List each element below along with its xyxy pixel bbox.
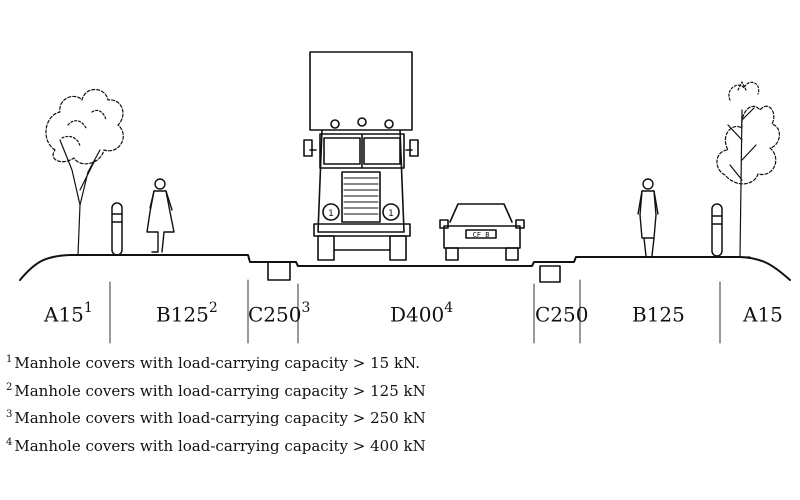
zone-label-b125-left: B1252 <box>156 300 218 327</box>
zone-label-b125-right: B125 <box>632 302 685 327</box>
bollard-right-icon <box>711 203 723 257</box>
car-icon <box>439 203 525 261</box>
zone-label-c250-left: C2503 <box>248 300 311 327</box>
zone-label-c250-right: C250 <box>535 302 589 327</box>
ground-profile <box>19 254 791 281</box>
zone-label-d400: D4004 <box>390 300 454 327</box>
manhole-chamber-c250-left <box>267 261 291 281</box>
truck-headlight-right-mark: 1 <box>388 209 394 219</box>
tree-left-icon <box>45 88 124 256</box>
truck-headlight-left-mark: 1 <box>328 209 334 219</box>
pedestrian-left-icon <box>146 178 175 253</box>
tree-right-icon <box>716 81 780 258</box>
zone-label-a15-right: A15 <box>743 302 783 327</box>
pedestrian-right-icon <box>637 178 659 257</box>
truck-icon <box>303 51 419 261</box>
zone-dividers <box>109 279 721 344</box>
bollard-left-icon <box>111 202 123 256</box>
manhole-chamber-c250-right <box>539 265 561 283</box>
car-plate: CF B <box>473 231 490 239</box>
zone-label-a15-left: A151 <box>44 300 93 327</box>
